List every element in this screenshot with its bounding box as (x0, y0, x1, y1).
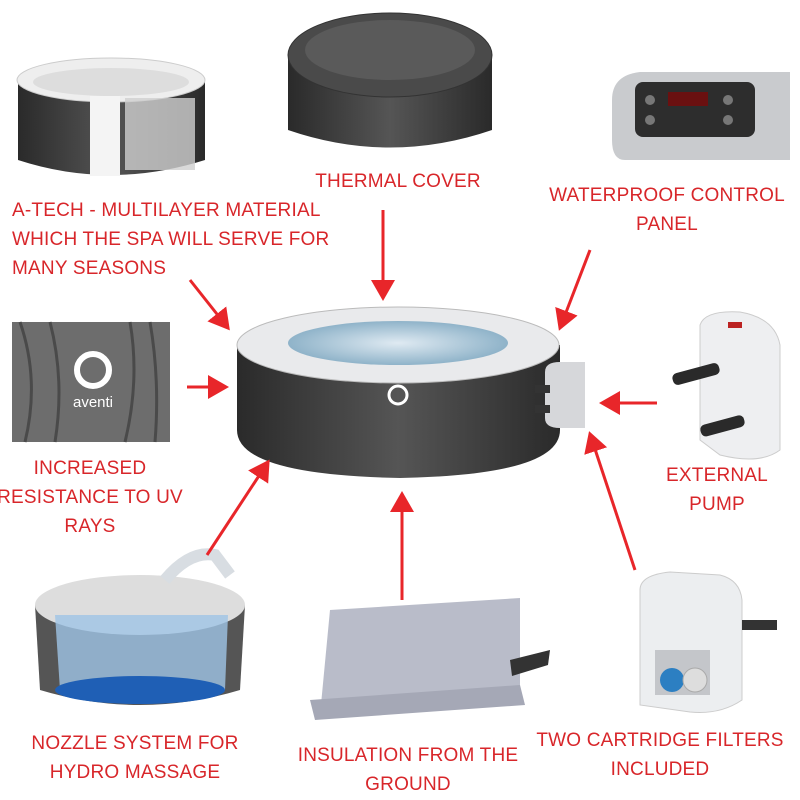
label-line: RAYS (64, 516, 116, 537)
label-nozzle-system: NOZZLE SYSTEM FOR HYDRO MASSAGE (31, 729, 238, 787)
cartridge-filters-image (639, 571, 777, 713)
label-line: THERMAL COVER (315, 171, 481, 192)
arrow-control-panel (555, 249, 592, 331)
label-line: WHICH THE SPA WILL SERVE FOR (12, 229, 330, 250)
label-line: INCREASED (33, 458, 147, 479)
aventi-logo-text: aventi (73, 394, 113, 411)
label-line: PANEL (636, 214, 698, 235)
arrow-nozzle (205, 459, 270, 556)
label-line: EXTERNAL (666, 465, 768, 486)
label-insulation: INSULATION FROM THE GROUND (298, 741, 519, 799)
label-line: A-TECH - MULTILAYER MATERIAL (12, 200, 321, 221)
label-line: MANY SEASONS (12, 258, 167, 279)
multilayer-material-image (16, 57, 206, 176)
label-line: RESISTANCE TO UV (0, 487, 183, 508)
arrow-filters (584, 431, 637, 571)
ground-mat-image (310, 598, 550, 720)
label-line: NOZZLE SYSTEM FOR (31, 733, 239, 754)
external-pump-image (672, 311, 781, 460)
label-line: INCLUDED (610, 759, 710, 780)
label-control-panel: WATERPROOF CONTROL PANEL (549, 181, 785, 239)
label-external-pump: EXTERNAL PUMP (666, 461, 768, 519)
label-thermal-cover: THERMAL COVER (315, 167, 481, 196)
label-line: WATERPROOF CONTROL (549, 185, 785, 206)
arrows (187, 210, 657, 600)
nozzle-system-image (35, 548, 245, 705)
label-line: HYDRO MASSAGE (49, 762, 221, 783)
label-line: PUMP (689, 494, 745, 515)
label-line: INSULATION FROM THE (297, 745, 519, 766)
label-cartridge-filters: TWO CARTRIDGE FILTERS INCLUDED (536, 726, 783, 784)
thermal-cover-image (287, 12, 493, 148)
label-uv-resistance: INCREASED RESISTANCE TO UV RAYS (0, 454, 183, 541)
wood-texture-image: aventi (12, 321, 170, 443)
hot-tub-image (236, 306, 585, 478)
label-line: GROUND (365, 774, 451, 795)
label-line: TWO CARTRIDGE FILTERS (536, 730, 784, 751)
label-a-tech: A-TECH - MULTILAYER MATERIAL WHICH THE S… (12, 196, 329, 283)
control-panel-image (612, 72, 790, 160)
arrow-a-tech (188, 279, 230, 331)
